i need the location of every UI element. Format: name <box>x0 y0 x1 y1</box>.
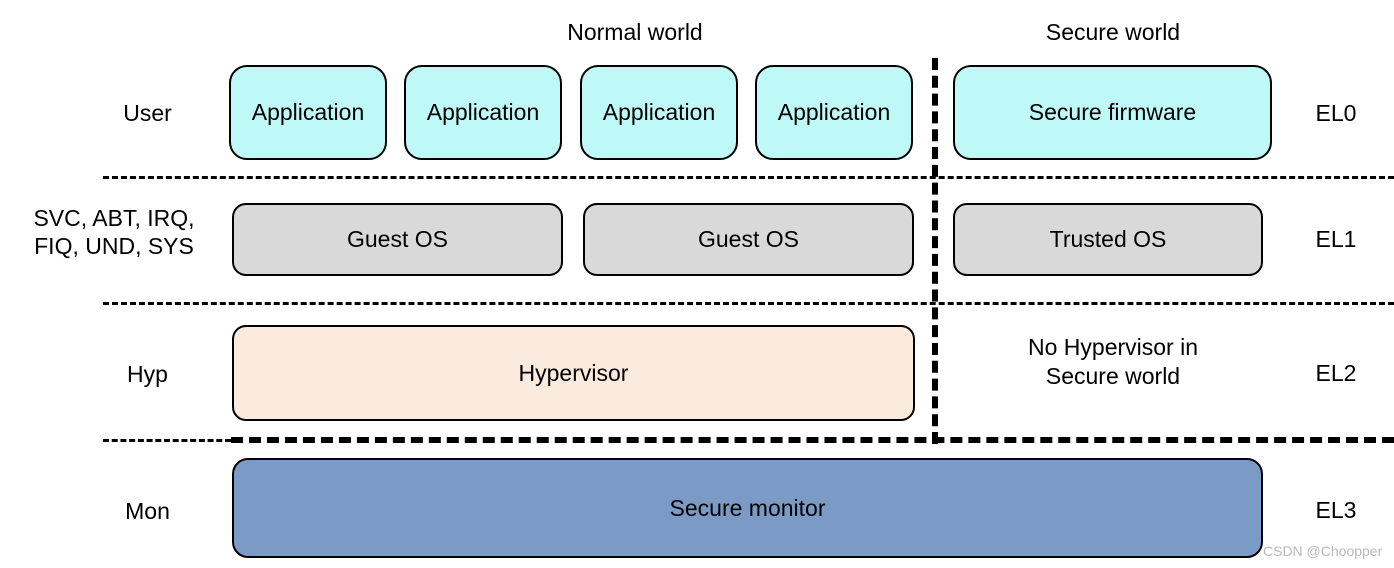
mode-label-hyp: Hyp <box>127 361 168 387</box>
mode-label-mon: Mon <box>125 498 170 524</box>
watermark: CSDN @Choopper <box>1263 543 1383 559</box>
divider-el1-el2 <box>103 302 1394 305</box>
box-application-2: Application <box>404 65 562 160</box>
divider-el2-el3-thick <box>231 437 1394 443</box>
box-secure-firmware: Secure firmware <box>953 65 1272 160</box>
divider-el2-el3-thin <box>103 439 231 442</box>
box-secure-monitor: Secure monitor <box>232 458 1263 558</box>
exception-level-label-el0: EL0 <box>1315 100 1357 126</box>
mode-label-el1-modes: SVC, ABT, IRQ, FIQ, UND, SYS <box>33 205 195 259</box>
divider-el0-el1 <box>103 176 1394 179</box>
box-application-3: Application <box>580 65 738 160</box>
world-boundary-divider <box>932 58 938 444</box>
mode-label-user: User <box>123 100 172 126</box>
secure-world-title: Secure world <box>1045 19 1181 45</box>
box-application-4: Application <box>755 65 913 160</box>
exception-level-label-el3: EL3 <box>1315 497 1357 523</box>
box-application-1: Application <box>229 65 387 160</box>
box-guest-os-2: Guest OS <box>583 203 914 276</box>
box-hypervisor: Hypervisor <box>232 325 915 421</box>
box-guest-os-1: Guest OS <box>232 203 563 276</box>
normal-world-title: Normal world <box>567 19 703 45</box>
exception-level-label-el1: EL1 <box>1315 226 1357 252</box>
exception-level-label-el2: EL2 <box>1315 360 1357 386</box>
box-trusted-os: Trusted OS <box>953 203 1263 276</box>
secure-world-no-hypervisor-note: No Hypervisor in Secure world <box>1028 334 1198 389</box>
